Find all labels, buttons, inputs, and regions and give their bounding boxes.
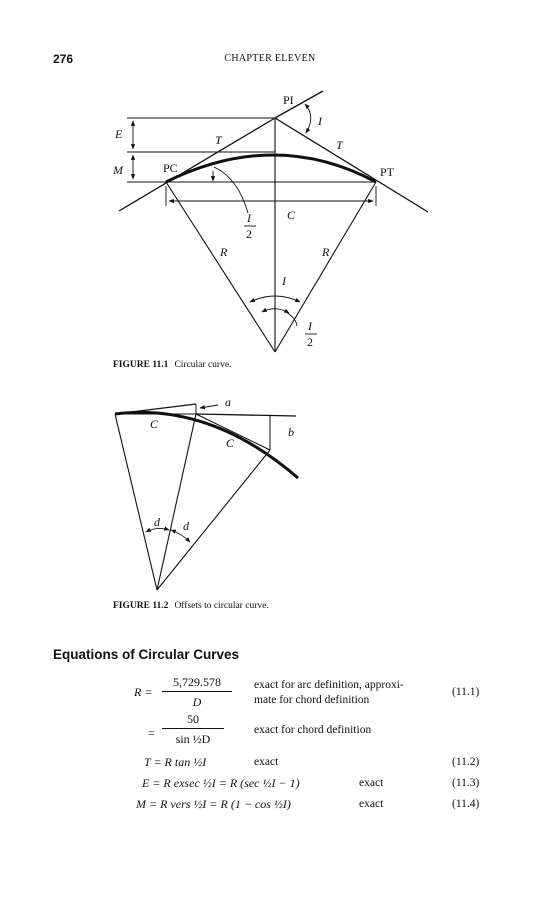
eq-m-note: exact: [359, 798, 384, 810]
eq-r2-numerator: 50: [162, 712, 224, 729]
eq-11-2-number: (11.2): [452, 756, 480, 768]
eq-r2-lhs: =: [148, 726, 155, 740]
eq-r2-denominator: sin ½D: [175, 732, 211, 746]
label-c: C: [287, 208, 296, 222]
label-half-i-bottom-den: 2: [307, 335, 313, 349]
figure-11-2-caption: FIGURE 11.2 Offsets to circular curve.: [113, 601, 269, 611]
figure-11-1-label: FIGURE 11.1: [113, 360, 169, 370]
eq-r-note-line1: exact for arc definition, approxi-: [254, 679, 404, 691]
half-central-angle-arc: [261, 307, 290, 314]
eq-11-1-number: (11.1): [452, 686, 480, 698]
label-half-i-bottom-num: I: [307, 319, 313, 333]
radius-line-2: [156, 413, 197, 591]
label-t-right: T: [336, 138, 344, 152]
label-a: a: [225, 395, 231, 409]
figure-circular-curve: PI PC PT E M T T I C R R I I 2 I 2: [112, 90, 429, 353]
page-number: 276: [53, 52, 74, 66]
label-half-i-top-num: I: [246, 211, 252, 225]
central-angle-arc: [249, 295, 301, 303]
eq-t: T = R tan ½I: [144, 755, 207, 769]
figure-offsets: a b C C d d: [114, 395, 299, 591]
d-angle-arrow: [145, 526, 170, 533]
eq-e-note: exact: [359, 777, 384, 789]
eq-r2-note: exact for chord definition: [254, 724, 372, 736]
radius-line-3: [156, 449, 271, 591]
label-half-i-top-den: 2: [246, 227, 252, 241]
eq-r-fraction: 5,729.578 D: [162, 675, 232, 710]
label-c-1: C: [150, 417, 159, 431]
d-angle-arrow-2: [170, 529, 191, 543]
figure-11-1-caption: FIGURE 11.1 Circular curve.: [113, 360, 231, 370]
chord-line-2: [195, 413, 271, 451]
eq-e: E = R exsec ½I = R (sec ½I − 1): [142, 776, 300, 790]
a-pointer-arrow: [199, 404, 219, 410]
section-heading: Equations of Circular Curves: [53, 647, 240, 662]
label-pt: PT: [380, 165, 395, 179]
eq-r-denominator: D: [192, 695, 202, 709]
radius-left: [165, 181, 276, 353]
label-e: E: [114, 127, 123, 141]
eq-t-note: exact: [254, 756, 279, 768]
eq-r-numerator: 5,729.578: [162, 675, 232, 692]
label-i-pi: I: [317, 114, 323, 128]
label-pc: PC: [163, 161, 178, 175]
figure-11-1-text: Circular curve.: [174, 360, 232, 370]
label-m: M: [112, 163, 124, 177]
radius-right: [274, 181, 377, 353]
label-r-right: R: [321, 245, 330, 259]
circular-curve-arc: [165, 153, 377, 184]
label-d-1: d: [154, 515, 161, 529]
label-c-2: C: [226, 436, 235, 450]
eq-m: M = R vers ½I = R (1 − cos ½I): [136, 797, 291, 811]
eq-r-note-line2: mate for chord definition: [254, 694, 370, 706]
pi-angle-arc: [304, 103, 312, 134]
figure-11-2-text: Offsets to circular curve.: [174, 601, 269, 611]
chapter-title: CHAPTER ELEVEN: [224, 53, 316, 64]
eq-r-lhs: R =: [134, 685, 153, 699]
eq-11-3-number: (11.3): [452, 777, 480, 789]
tangent-line-b: [195, 413, 297, 417]
label-r-left: R: [219, 245, 228, 259]
back-tangent-line: [118, 117, 276, 212]
eq-11-4-number: (11.4): [452, 798, 480, 810]
radius-line-1: [114, 413, 158, 591]
label-pi: PI: [283, 93, 294, 107]
forward-tangent-line: [274, 117, 429, 213]
eq-r-note: exact for arc definition, approxi- mate …: [254, 678, 404, 708]
label-t-left: T: [215, 133, 223, 147]
offset-curve: [114, 410, 299, 480]
eq-r2-fraction: 50 sin ½D: [162, 712, 224, 747]
label-i-center: I: [281, 274, 287, 288]
pi-extension-line: [274, 90, 324, 119]
label-d-2: d: [183, 519, 190, 533]
figure-11-2-label: FIGURE 11.2: [113, 601, 169, 611]
label-b: b: [288, 425, 294, 439]
